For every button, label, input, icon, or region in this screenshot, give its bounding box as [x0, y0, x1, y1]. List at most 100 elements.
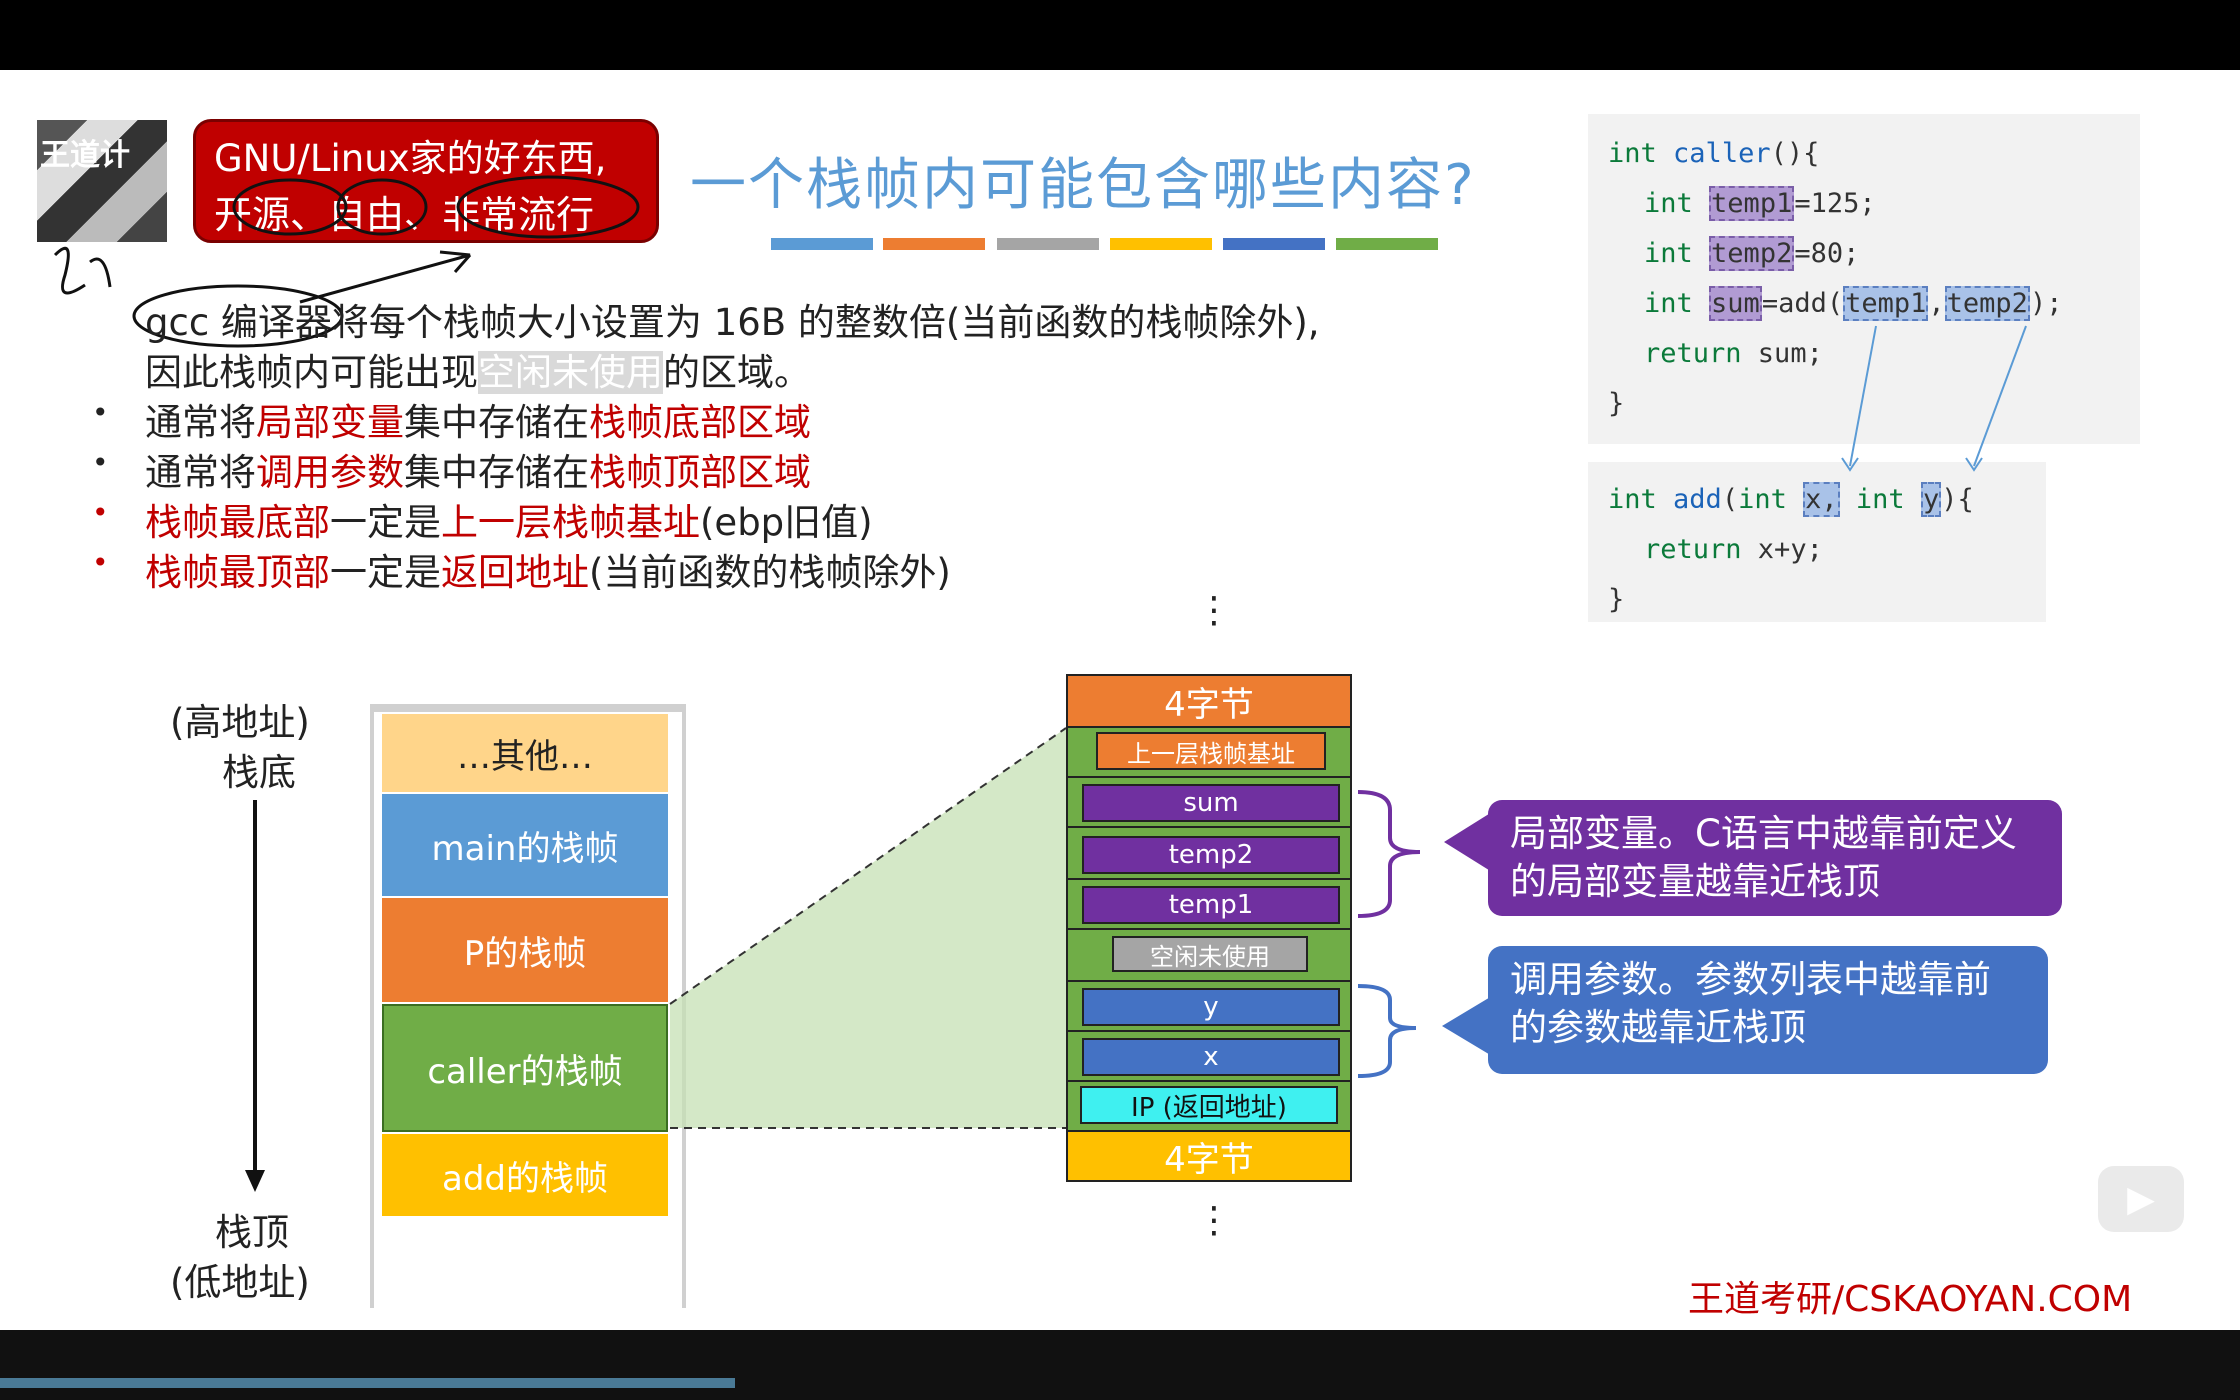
color-bar-4 — [1110, 238, 1212, 250]
intro-line-2: 因此栈帧内可能出现空闲未使用的区域。 — [145, 342, 811, 396]
code-line: int add(int x, int y){ — [1608, 482, 1974, 517]
stack-bottom-label: 栈底 — [222, 751, 296, 794]
code-keyword: return — [1644, 338, 1742, 369]
bullet-text-part: 一定是 — [330, 551, 441, 594]
code-keyword: int — [1644, 288, 1693, 319]
code-keyword: int — [1644, 188, 1693, 219]
play-icon[interactable]: ▶ — [2098, 1166, 2184, 1232]
bullet-text-part: 栈帧底部区域 — [589, 401, 811, 444]
intro-line-2-a: 因此栈帧内可能出现 — [145, 351, 478, 394]
slot-divider — [1066, 928, 1352, 930]
bullet-text-part: 上一层栈帧基址 — [441, 501, 700, 544]
code-function-name: caller — [1673, 138, 1771, 169]
stack-block-p: P的栈帧 — [382, 898, 668, 1002]
code-keyword: int — [1738, 484, 1787, 515]
slide-title: 一个栈帧内可能包含哪些内容? — [690, 153, 1476, 218]
code-line: } — [1608, 584, 1625, 615]
slot-prev-ebp: 上一层栈帧基址 — [1096, 732, 1326, 770]
slot-param-y: y — [1082, 988, 1340, 1026]
bullet-dot: • — [92, 546, 109, 579]
code-line: int sum=add(temp1,temp2); — [1644, 286, 2063, 321]
bullet-text-part: 栈帧顶部区域 — [589, 451, 811, 494]
callout-line-1: GNU/Linux家的好东西, — [214, 137, 607, 180]
color-bar-3 — [997, 238, 1099, 250]
bullet-item: 栈帧最底部一定是上一层栈帧基址(ebp旧值) — [145, 492, 873, 546]
slot-divider — [1066, 1080, 1352, 1082]
code-add: int add(int x, int y){ return x+y; } — [1588, 462, 2046, 622]
color-bar-6 — [1336, 238, 1438, 250]
param-x: x, — [1803, 482, 1840, 517]
stack-top-label: 栈顶 — [215, 1211, 289, 1254]
unused-area-highlight: 空闲未使用 — [478, 351, 663, 394]
code-text: =add( — [1761, 288, 1844, 319]
bullet-text-part: 返回地址 — [441, 551, 589, 594]
color-bar-2 — [883, 238, 985, 250]
params-note: 调用参数。参数列表中越靠前的参数越靠近栈顶 — [1488, 946, 2048, 1074]
bullet-text-part: (当前函数的栈帧除外) — [589, 551, 951, 594]
stack-block-add: add的栈帧 — [382, 1134, 668, 1216]
down-arrow-icon — [245, 800, 265, 1192]
code-caller: int caller(){ int temp1=125; int temp2=8… — [1588, 114, 2140, 444]
slot-divider — [1066, 776, 1352, 778]
watermark: 王道考研/CSKAOYAN.COM — [1688, 1279, 2133, 1320]
low-address-label: (低地址) — [170, 1261, 310, 1304]
bullet-dot: • — [92, 446, 109, 479]
code-keyword: int — [1608, 484, 1657, 515]
bullet-text-part: 集中存储在 — [404, 451, 589, 494]
code-line: } — [1608, 388, 1625, 419]
slot-temp2: temp2 — [1082, 836, 1340, 874]
slot-return-address: IP (返回地址) — [1080, 1086, 1338, 1124]
color-bar-5 — [1223, 238, 1325, 250]
bullet-text-part: 栈帧最底部 — [145, 501, 330, 544]
code-line: int temp2=80; — [1644, 236, 1860, 271]
color-bar-1 — [771, 238, 873, 250]
stack-block-main: main的栈帧 — [382, 794, 668, 896]
slot-divider — [1066, 980, 1352, 982]
frame-top-4byte: 4字节 — [1066, 674, 1352, 728]
code-text: , — [1928, 288, 1945, 319]
code-line: int temp1=125; — [1644, 186, 1876, 221]
bullet-text-part: 一定是 — [330, 501, 441, 544]
ellipsis-bottom: ⋮ — [1196, 1200, 1232, 1241]
bullet-text-part: 局部变量 — [256, 401, 404, 444]
intro-line-1: gcc 编译器将每个栈帧大小设置为 16B 的整数倍(当前函数的栈帧除外), — [145, 301, 1320, 344]
param-y: y — [1920, 482, 1942, 517]
ellipsis-top: ⋮ — [1196, 590, 1232, 631]
bullet-text-part: 栈帧最顶部 — [145, 551, 330, 594]
bullet-dot: • — [92, 496, 109, 529]
avatar-overlay-text: 王道计 — [40, 138, 130, 173]
slot-unused: 空闲未使用 — [1112, 936, 1308, 972]
arg-temp2: temp2 — [1944, 286, 2030, 321]
slot-divider — [1066, 826, 1352, 828]
locals-note: 局部变量。C语言中越靠前定义的局部变量越靠近栈顶 — [1488, 800, 2062, 916]
code-text: =125; — [1794, 188, 1876, 219]
stack-block-other: …其他… — [382, 714, 668, 792]
code-text: ){ — [1941, 484, 1974, 515]
presenter-avatar — [37, 120, 167, 242]
slot-param-x: x — [1082, 1038, 1340, 1076]
code-text: ( — [1721, 484, 1739, 515]
intro-line-2-b: 的区域。 — [663, 351, 811, 394]
bullet-text-part: 集中存储在 — [404, 401, 589, 444]
code-keyword: int — [1855, 484, 1905, 515]
code-function-name: add — [1673, 484, 1722, 515]
code-text: ); — [2029, 288, 2063, 319]
high-address-label: (高地址) — [170, 701, 310, 744]
slot-divider — [1066, 878, 1352, 880]
var-sum: sum — [1709, 286, 1762, 321]
slot-sum: sum — [1082, 784, 1340, 822]
bullet-item: 栈帧最顶部一定是返回地址(当前函数的栈帧除外) — [145, 542, 951, 596]
code-line: return sum; — [1644, 338, 1823, 369]
code-text: =80; — [1794, 238, 1860, 269]
arg-temp1: temp1 — [1843, 286, 1929, 321]
code-line: int caller(){ — [1608, 138, 1819, 169]
bullet-item: 通常将调用参数集中存储在栈帧顶部区域 — [145, 442, 811, 496]
bullet-text-part: 通常将 — [145, 401, 256, 444]
code-text: sum; — [1741, 338, 1823, 369]
progress-bar[interactable] — [0, 1378, 735, 1388]
stack-block-caller: caller的栈帧 — [382, 1004, 668, 1132]
